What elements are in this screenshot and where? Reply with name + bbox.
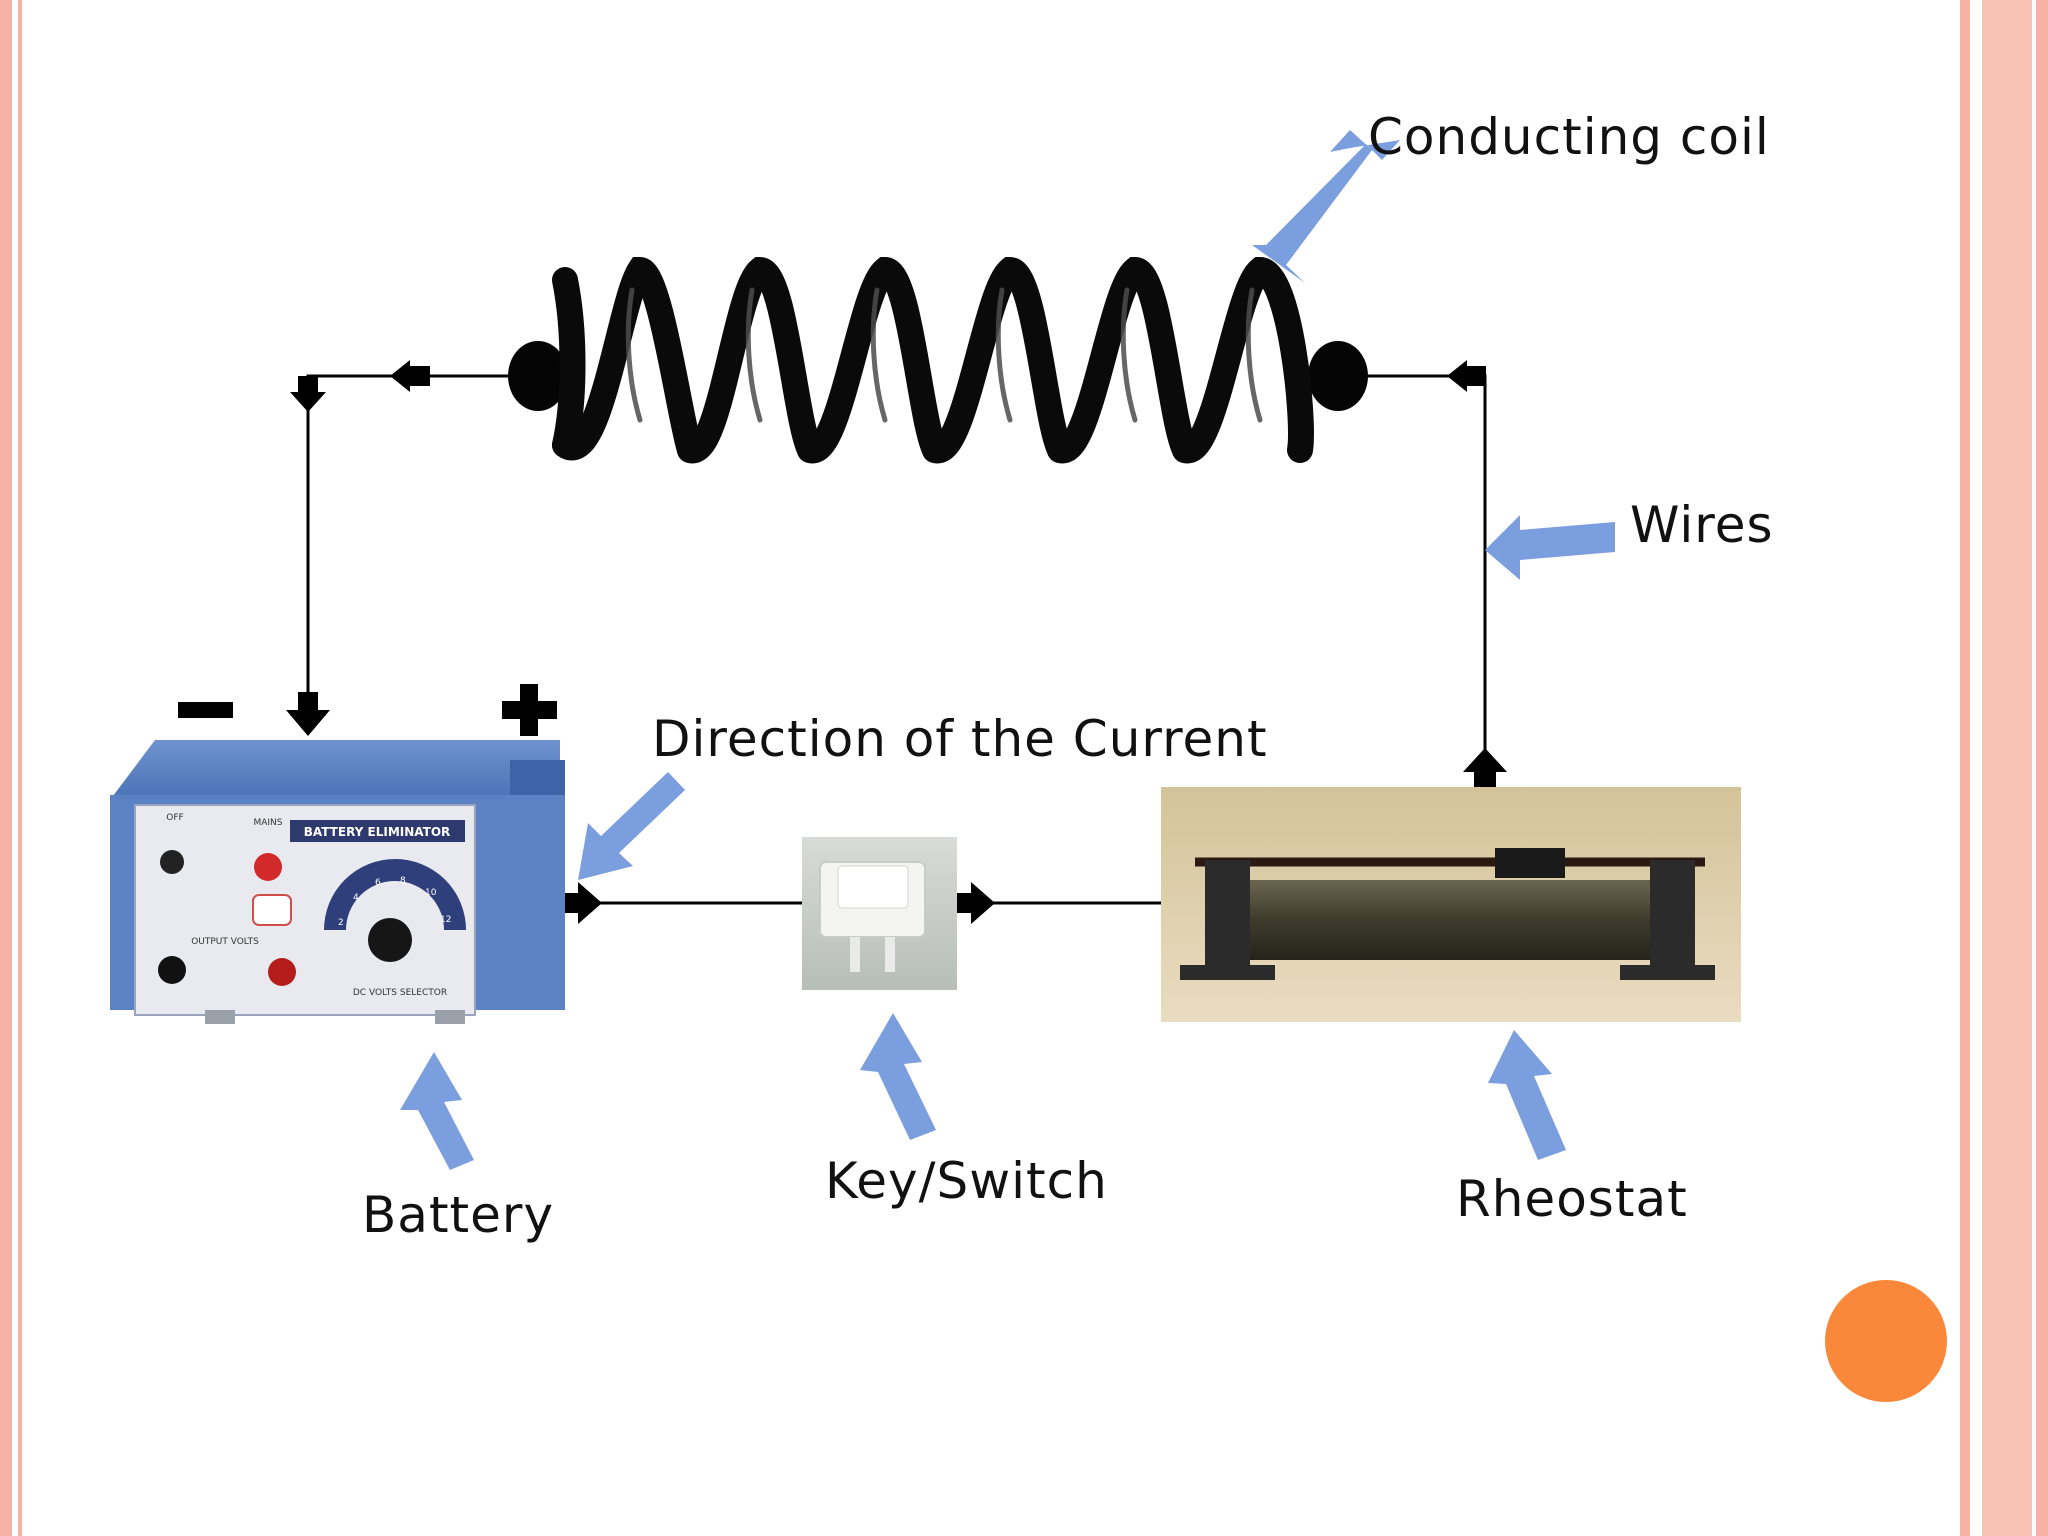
battery-foot-right	[435, 1010, 465, 1024]
pointer-wires	[1485, 515, 1615, 580]
left-border-thin	[18, 0, 22, 1536]
rheostat-end-right	[1650, 860, 1695, 970]
key-switch	[802, 837, 957, 990]
coil-terminal-left	[508, 341, 568, 411]
switch-pin-right	[885, 937, 895, 972]
battery-dial-knob	[368, 918, 412, 962]
battery-terminal-black	[158, 956, 186, 984]
battery-eliminator	[110, 740, 565, 1024]
battery-mains-text: MAINS	[253, 818, 282, 828]
dial-number: 4	[353, 893, 359, 903]
dial-number: 10	[425, 888, 437, 898]
label-wires: Wires	[1630, 496, 1774, 554]
negative-terminal-sign	[178, 702, 233, 718]
coil-terminal-right	[1308, 341, 1368, 411]
label-direction-of-current: Direction of the Current	[652, 710, 1268, 768]
right-border-edge	[2036, 0, 2048, 1536]
label-conducting-coil: Conducting coil	[1368, 108, 1770, 166]
battery-dial-arc	[324, 859, 466, 931]
battery-output-text: OUTPUT VOLTS	[191, 937, 259, 947]
arrow-left-top	[390, 360, 430, 392]
battery-selector-text: DC VOLTS SELECTOR	[353, 988, 447, 998]
rheostat	[1161, 787, 1741, 1022]
arrow-left-down-top	[290, 376, 326, 412]
battery-mains-lamp	[254, 853, 282, 881]
arrow-right-up	[1463, 748, 1507, 790]
dial-number: 12	[440, 915, 451, 925]
rheostat-foot-right	[1620, 965, 1715, 980]
label-rheostat: Rheostat	[1456, 1170, 1688, 1228]
switch-pin-left	[850, 937, 860, 972]
battery-top	[110, 740, 560, 800]
pointer-battery	[400, 1052, 474, 1170]
pointer-coil	[1252, 130, 1400, 283]
current-arrows	[286, 360, 1507, 924]
battery-brand-text: BATTERY ELIMINATOR	[304, 825, 451, 839]
label-battery: Battery	[362, 1186, 555, 1244]
arrow-battery-out	[560, 882, 602, 924]
arrow-switch-out	[954, 882, 995, 924]
wire-right	[1340, 374, 1487, 760]
right-border-wide	[1982, 0, 2032, 1536]
arrow-left-down-bottom	[286, 692, 330, 736]
accent-dot	[1825, 1280, 1947, 1402]
battery-fuse	[252, 894, 292, 926]
pointer-switch	[860, 1013, 936, 1140]
positive-terminal-sign	[502, 684, 557, 736]
pointer-direction	[578, 772, 685, 880]
pointer-rheostat	[1488, 1030, 1566, 1160]
dial-number: 6	[375, 878, 381, 888]
conducting-coil	[508, 256, 1368, 464]
battery-terminal-red	[268, 958, 296, 986]
dial-number: 2	[338, 918, 344, 928]
right-border-bar	[1960, 0, 1970, 1536]
rheostat-end-left	[1205, 860, 1250, 970]
dial-number: 8	[400, 876, 406, 886]
battery-foot-left	[205, 1010, 235, 1024]
left-border-bar	[0, 0, 12, 1536]
pointer-arrows	[400, 130, 1615, 1170]
battery-brand-plate	[290, 820, 465, 842]
switch-rocker	[837, 865, 909, 909]
battery-off-text: OFF	[166, 813, 183, 823]
rheostat-slider	[1495, 848, 1565, 878]
rheostat-foot-left	[1180, 965, 1275, 980]
label-key-switch: Key/Switch	[825, 1152, 1108, 1210]
wire-left	[306, 374, 535, 715]
rheostat-tube	[1230, 880, 1670, 960]
arrow-right-top	[1447, 360, 1486, 392]
battery-toggle	[160, 850, 184, 874]
